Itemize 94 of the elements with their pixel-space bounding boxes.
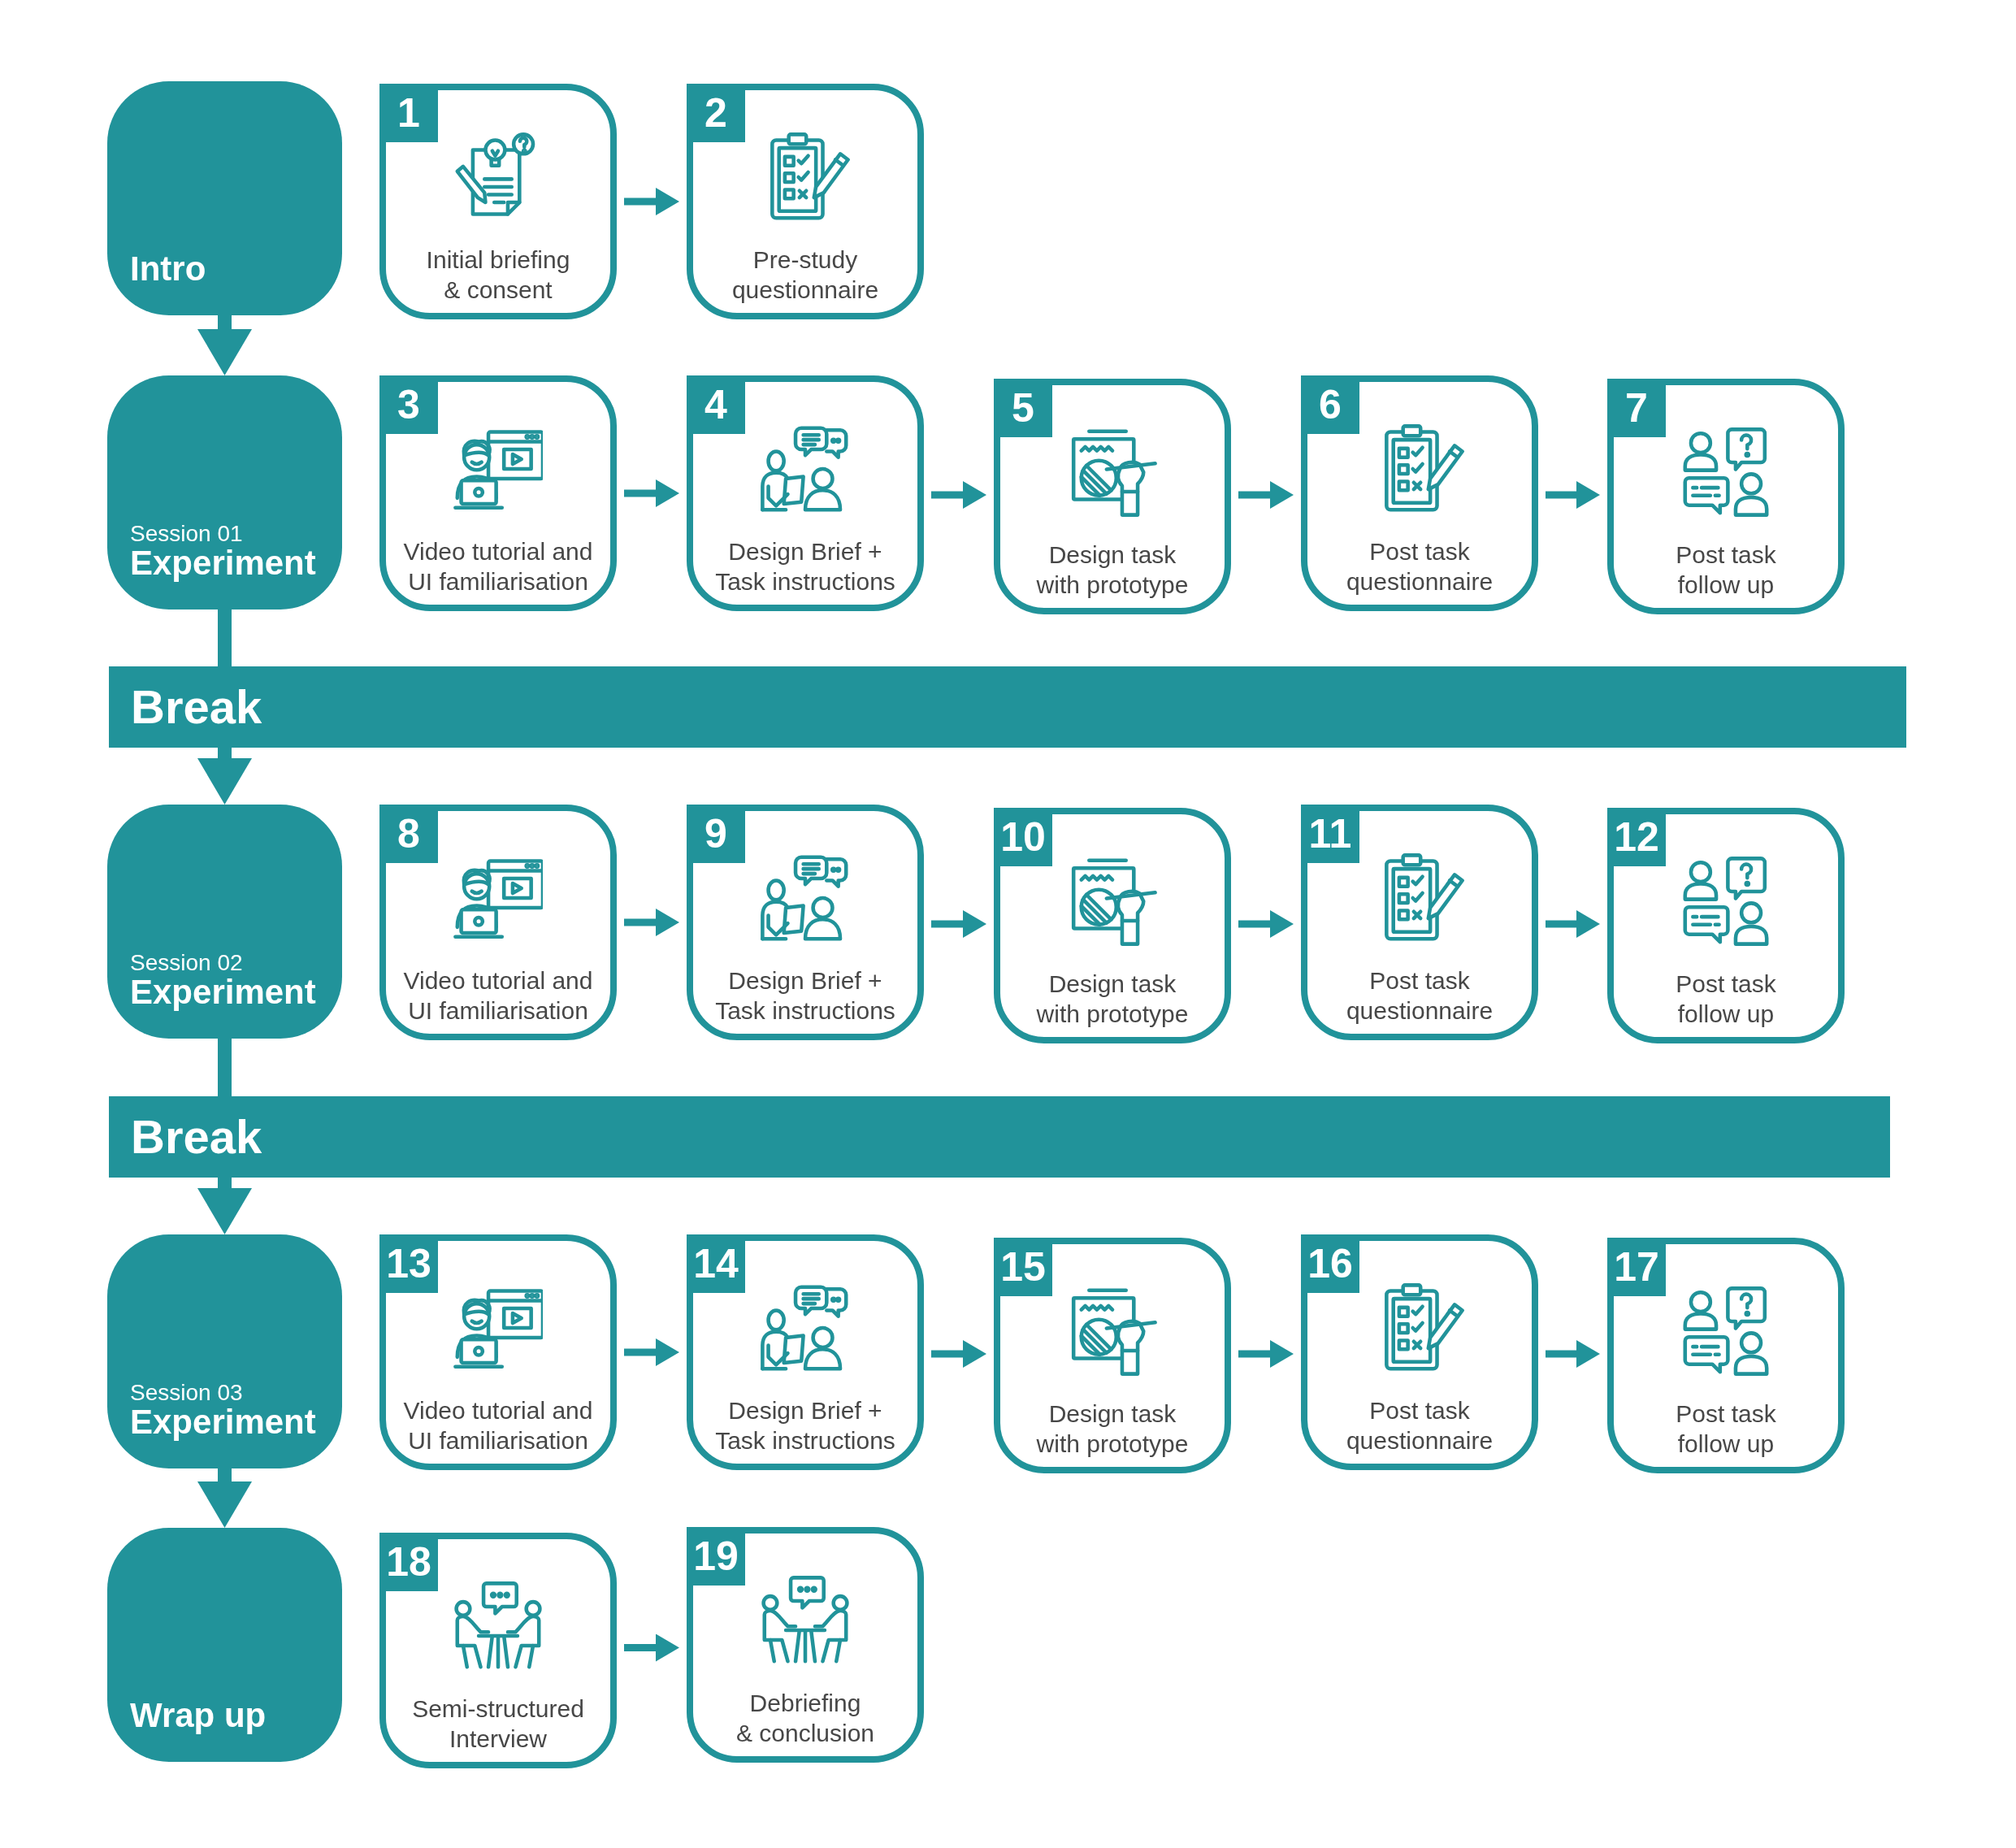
- step-number: 6: [1301, 375, 1359, 434]
- step-card: [1301, 805, 1538, 1040]
- step-label: Design task with prototype: [1036, 1399, 1189, 1459]
- phase-title: Experiment: [130, 546, 316, 580]
- step-card: [994, 1238, 1231, 1473]
- step-number: 10: [994, 808, 1052, 866]
- arrow: [197, 1468, 252, 1528]
- step-label: Post task questionnaire: [1346, 537, 1494, 596]
- step-label: Post task follow up: [1676, 1399, 1776, 1459]
- step-card: [379, 84, 617, 319]
- step-label: Semi-structured Interview: [412, 1694, 584, 1754]
- phase-block: [107, 1528, 342, 1762]
- step-card: [379, 1234, 617, 1470]
- phase-block: [107, 81, 342, 315]
- arrow: [197, 1178, 252, 1234]
- step-card: [687, 375, 924, 611]
- phase-subtitle: Session 01: [130, 522, 243, 546]
- step-label: Post task questionnaire: [1346, 1396, 1494, 1455]
- break-banner: [109, 1096, 1890, 1178]
- step-card: [687, 805, 924, 1040]
- phase-subtitle: Session 03: [130, 1381, 243, 1405]
- arrow: [1238, 481, 1294, 509]
- step-label: Post task follow up: [1676, 970, 1776, 1029]
- step-label: Initial briefing & consent: [426, 245, 570, 305]
- step-card: [1607, 808, 1845, 1043]
- arrow: [931, 910, 986, 938]
- step-number: 12: [1607, 808, 1666, 866]
- step-card: [1301, 1234, 1538, 1470]
- step-number: 13: [379, 1234, 438, 1293]
- step-card: [1607, 1238, 1845, 1473]
- arrow: [1238, 1340, 1294, 1368]
- connector-line: [218, 1039, 232, 1096]
- step-label: Post task follow up: [1676, 540, 1776, 600]
- arrow: [624, 1633, 679, 1662]
- step-card: [1607, 379, 1845, 614]
- step-card: [687, 84, 924, 319]
- step-label: Design task with prototype: [1036, 540, 1189, 600]
- connector-line: [218, 609, 232, 666]
- phase-title: Experiment: [130, 975, 316, 1009]
- phase-title: Intro: [130, 252, 206, 286]
- arrow: [931, 1340, 986, 1368]
- step-number: 17: [1607, 1238, 1666, 1296]
- step-card: [687, 1527, 924, 1763]
- step-number: 11: [1301, 805, 1359, 863]
- step-label: Design Brief + Task instructions: [715, 966, 895, 1026]
- arrow: [197, 315, 252, 375]
- arrow: [1546, 1340, 1600, 1368]
- step-label: Video tutorial and UI familiarisation: [403, 966, 593, 1026]
- phase-subtitle: Session 02: [130, 951, 243, 975]
- step-number: 14: [687, 1234, 745, 1293]
- step-number: 2: [687, 84, 745, 142]
- arrow: [197, 748, 252, 805]
- step-card: [994, 808, 1231, 1043]
- step-number: 5: [994, 379, 1052, 437]
- step-number: 18: [379, 1533, 438, 1591]
- arrow: [1546, 910, 1600, 938]
- arrow: [624, 479, 679, 507]
- phase-title: Experiment: [130, 1405, 316, 1439]
- phase-title: Wrap up: [130, 1698, 267, 1733]
- step-card: [379, 375, 617, 611]
- step-label: Video tutorial and UI familiarisation: [403, 1396, 593, 1455]
- step-number: 3: [379, 375, 438, 434]
- step-label: Pre-study questionnaire: [731, 245, 879, 305]
- phase-block: [107, 805, 342, 1039]
- step-label: Design Brief + Task instructions: [715, 1396, 895, 1455]
- arrow: [624, 909, 679, 936]
- step-number: 15: [994, 1238, 1052, 1296]
- step-card: [379, 805, 617, 1040]
- break-title: Break: [131, 683, 262, 731]
- arrow: [624, 188, 679, 215]
- step-card: [1301, 375, 1538, 611]
- break-title: Break: [131, 1113, 262, 1160]
- phase-block: [107, 375, 342, 609]
- arrow: [624, 1338, 679, 1366]
- step-label: Debriefing & conclusion: [735, 1689, 875, 1748]
- step-card: [379, 1533, 617, 1768]
- step-number: 7: [1607, 379, 1666, 437]
- break-banner: [109, 666, 1906, 748]
- step-number: 1: [379, 84, 438, 142]
- step-label: Design task with prototype: [1036, 970, 1189, 1029]
- step-number: 19: [687, 1527, 745, 1586]
- step-label: Post task questionnaire: [1346, 966, 1494, 1026]
- step-number: 8: [379, 805, 438, 863]
- phase-block: [107, 1234, 342, 1468]
- step-card: [687, 1234, 924, 1470]
- arrow: [1238, 910, 1294, 938]
- step-label: Video tutorial and UI familiarisation: [403, 537, 593, 596]
- step-card: [994, 379, 1231, 614]
- step-label: Design Brief + Task instructions: [715, 537, 895, 596]
- arrow: [931, 481, 986, 509]
- step-number: 4: [687, 375, 745, 434]
- step-number: 9: [687, 805, 745, 863]
- arrow: [1546, 481, 1600, 509]
- step-number: 16: [1301, 1234, 1359, 1293]
